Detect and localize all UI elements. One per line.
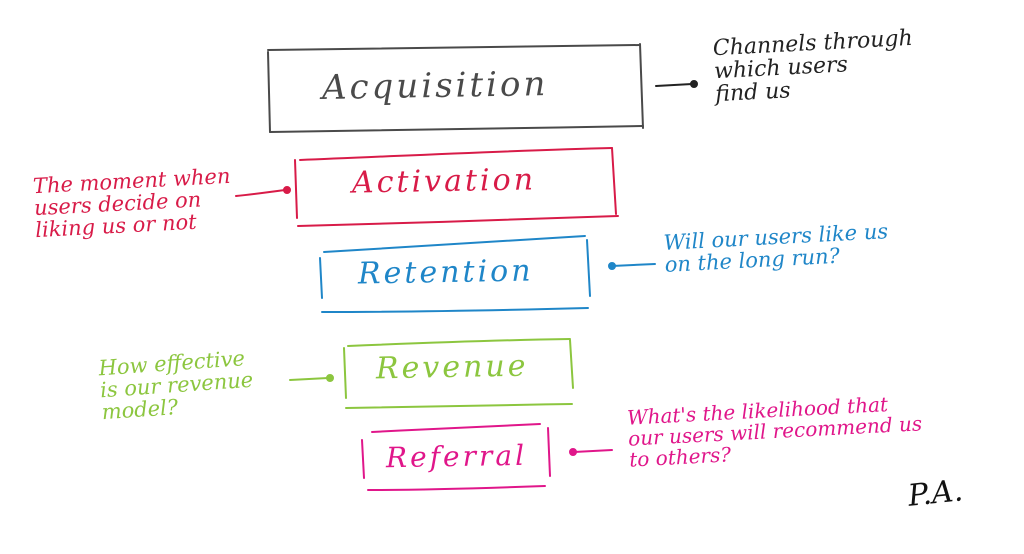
stage-label-acquisition: Acquisition — [321, 64, 549, 108]
acquisition-box — [267, 43, 644, 133]
revenue-connector — [289, 374, 334, 382]
acquisition-connector — [655, 80, 698, 88]
stage-label-revenue: Revenue — [375, 348, 529, 387]
activation-connector — [235, 186, 291, 197]
note-acquisition: Channels through which users find us — [712, 26, 915, 108]
referral-connector — [569, 448, 613, 456]
stage-label-referral: Referral — [385, 438, 528, 475]
note-revenue: How effective is our revenue model? — [98, 346, 256, 424]
referral-box — [361, 423, 551, 491]
author-signature: P.A. — [906, 473, 965, 514]
retention-connector — [608, 262, 656, 270]
note-activation: The moment when users decide on liking u… — [32, 164, 233, 242]
retention-box — [319, 235, 591, 313]
stage-label-retention: Retention — [357, 253, 534, 292]
activation-box — [294, 147, 619, 227]
stage-label-activation: Activation — [351, 162, 537, 201]
revenue-box — [343, 338, 574, 409]
